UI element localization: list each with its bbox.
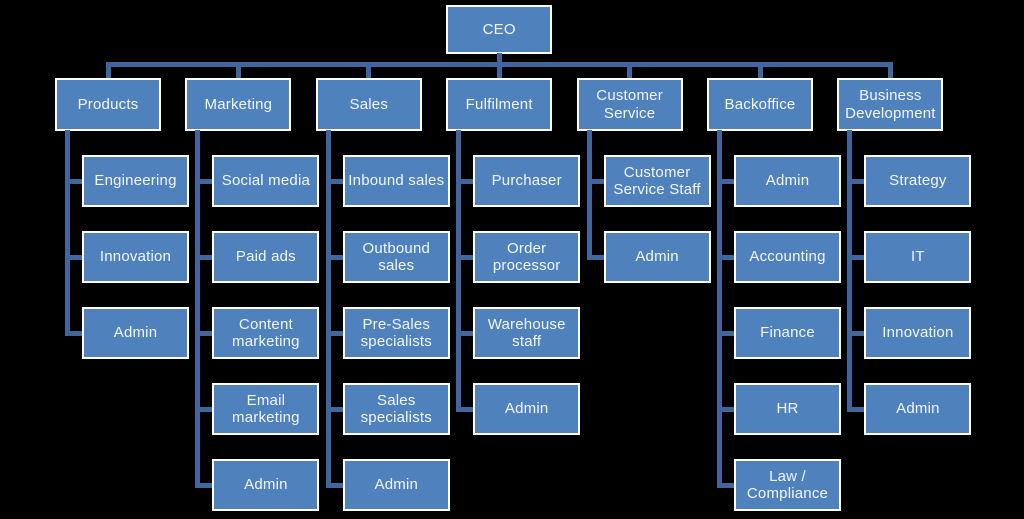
connector-stub-fulfilment-order-processor bbox=[456, 254, 475, 260]
org-node-products: Products bbox=[55, 78, 161, 131]
org-node-marketing-paid-ads: Paid ads bbox=[212, 231, 320, 283]
connector-stub-customer-service-customer-service-staff bbox=[586, 178, 605, 184]
org-node-fulfilment: Fulfilment bbox=[446, 78, 553, 131]
connector-stub-fulfilment-admin bbox=[456, 406, 475, 412]
org-node-backoffice-law-compliance: Law / Compliance bbox=[734, 459, 841, 511]
org-node-marketing-admin: Admin bbox=[212, 459, 320, 511]
org-node-backoffice-hr: HR bbox=[734, 383, 841, 435]
connector-stub-marketing-paid-ads bbox=[195, 254, 214, 260]
org-node-sales: Sales bbox=[315, 78, 422, 131]
connector-stub-marketing-email-marketing bbox=[195, 406, 214, 412]
org-node-fulfilment-purchaser: Purchaser bbox=[473, 155, 581, 207]
connector-stub-products bbox=[105, 66, 111, 78]
connector-stub-backoffice-law-compliance bbox=[717, 482, 735, 488]
org-node-business-development-strategy: Strategy bbox=[864, 155, 972, 207]
connector-stub-sales-outbound-sales bbox=[325, 254, 344, 260]
connector-stub-marketing-content-marketing bbox=[195, 330, 214, 336]
org-node-products-admin: Admin bbox=[82, 307, 189, 359]
connector-rail-business-development bbox=[847, 130, 853, 412]
connector-stub-sales-pre-sales-specialists bbox=[325, 330, 344, 336]
org-node-business-development-admin: Admin bbox=[864, 383, 972, 435]
org-node-marketing: Marketing bbox=[185, 78, 292, 131]
connector-stub-marketing bbox=[235, 66, 241, 78]
connector-stub-sales-inbound-sales bbox=[325, 178, 344, 184]
connector-stub-sales-sales-specialists bbox=[325, 406, 344, 412]
connector-stub-business-development-strategy bbox=[847, 178, 866, 184]
org-node-ceo: CEO bbox=[446, 5, 553, 54]
org-node-fulfilment-order-processor: Order processor bbox=[473, 231, 581, 283]
connector-stub-customer-service-admin bbox=[586, 254, 605, 260]
connector-stub-products-admin bbox=[65, 330, 83, 336]
org-node-backoffice: Backoffice bbox=[707, 78, 813, 131]
connector-rail-backoffice bbox=[717, 130, 722, 488]
org-node-backoffice-accounting: Accounting bbox=[734, 231, 841, 283]
org-node-backoffice-admin: Admin bbox=[734, 155, 841, 207]
org-node-sales-admin: Admin bbox=[342, 459, 450, 511]
org-node-customer-service-customer-service-staff: Customer Service Staff bbox=[603, 155, 711, 207]
connector-rail-fulfilment bbox=[456, 130, 462, 412]
org-node-customer-service-admin: Admin bbox=[603, 231, 711, 283]
org-node-sales-pre-sales-specialists: Pre-Sales specialists bbox=[342, 307, 450, 359]
org-node-sales-inbound-sales: Inbound sales bbox=[342, 155, 450, 207]
connector-stub-backoffice-finance bbox=[717, 330, 735, 336]
org-node-business-development: Business Development bbox=[837, 78, 944, 131]
connector-stub-business-development bbox=[887, 66, 893, 78]
org-node-fulfilment-warehouse-staff: Warehouse staff bbox=[473, 307, 581, 359]
connector-stub-products-engineering bbox=[65, 178, 83, 184]
org-node-sales-outbound-sales: Outbound sales bbox=[342, 231, 450, 283]
connector-stub-fulfilment-purchaser bbox=[456, 178, 475, 184]
connector-stub-business-development-innovation bbox=[847, 330, 866, 336]
connector-rail-marketing bbox=[195, 130, 201, 488]
connector-stub-products-innovation bbox=[65, 254, 83, 260]
connector-stub-customer-service bbox=[627, 66, 633, 78]
connector-stub-backoffice-admin bbox=[717, 178, 735, 184]
org-node-marketing-email-marketing: Email marketing bbox=[212, 383, 320, 435]
connector-stub-sales-admin bbox=[325, 482, 344, 488]
org-node-fulfilment-admin: Admin bbox=[473, 383, 581, 435]
org-node-business-development-innovation: Innovation bbox=[864, 307, 972, 359]
org-node-business-development-it: IT bbox=[864, 231, 972, 283]
connector-stub-fulfilment-warehouse-staff bbox=[456, 330, 475, 336]
connector-rail-sales bbox=[325, 130, 331, 488]
connector-rail-products bbox=[65, 130, 70, 336]
connector-stub-business-development-it bbox=[847, 254, 866, 260]
connector-stub-business-development-admin bbox=[847, 406, 866, 412]
org-node-customer-service: Customer Service bbox=[576, 78, 683, 131]
org-node-products-engineering: Engineering bbox=[82, 155, 189, 207]
org-node-backoffice-finance: Finance bbox=[734, 307, 841, 359]
connector-stub-marketing-admin bbox=[195, 482, 214, 488]
org-node-sales-sales-specialists: Sales specialists bbox=[342, 383, 450, 435]
connector-stub-backoffice-hr bbox=[717, 406, 735, 412]
connector-branch-line bbox=[105, 62, 893, 67]
connector-stub-backoffice bbox=[757, 66, 763, 78]
connector-rail-customer-service bbox=[586, 130, 592, 260]
connector-stub-marketing-social-media bbox=[195, 178, 214, 184]
org-node-marketing-social-media: Social media bbox=[212, 155, 320, 207]
connector-stub-sales bbox=[366, 66, 372, 78]
connector-stub-fulfilment bbox=[496, 66, 502, 78]
connector-ceo-stub bbox=[496, 53, 502, 62]
org-node-marketing-content-marketing: Content marketing bbox=[212, 307, 320, 359]
org-node-products-innovation: Innovation bbox=[82, 231, 189, 283]
connector-stub-backoffice-accounting bbox=[717, 254, 735, 260]
